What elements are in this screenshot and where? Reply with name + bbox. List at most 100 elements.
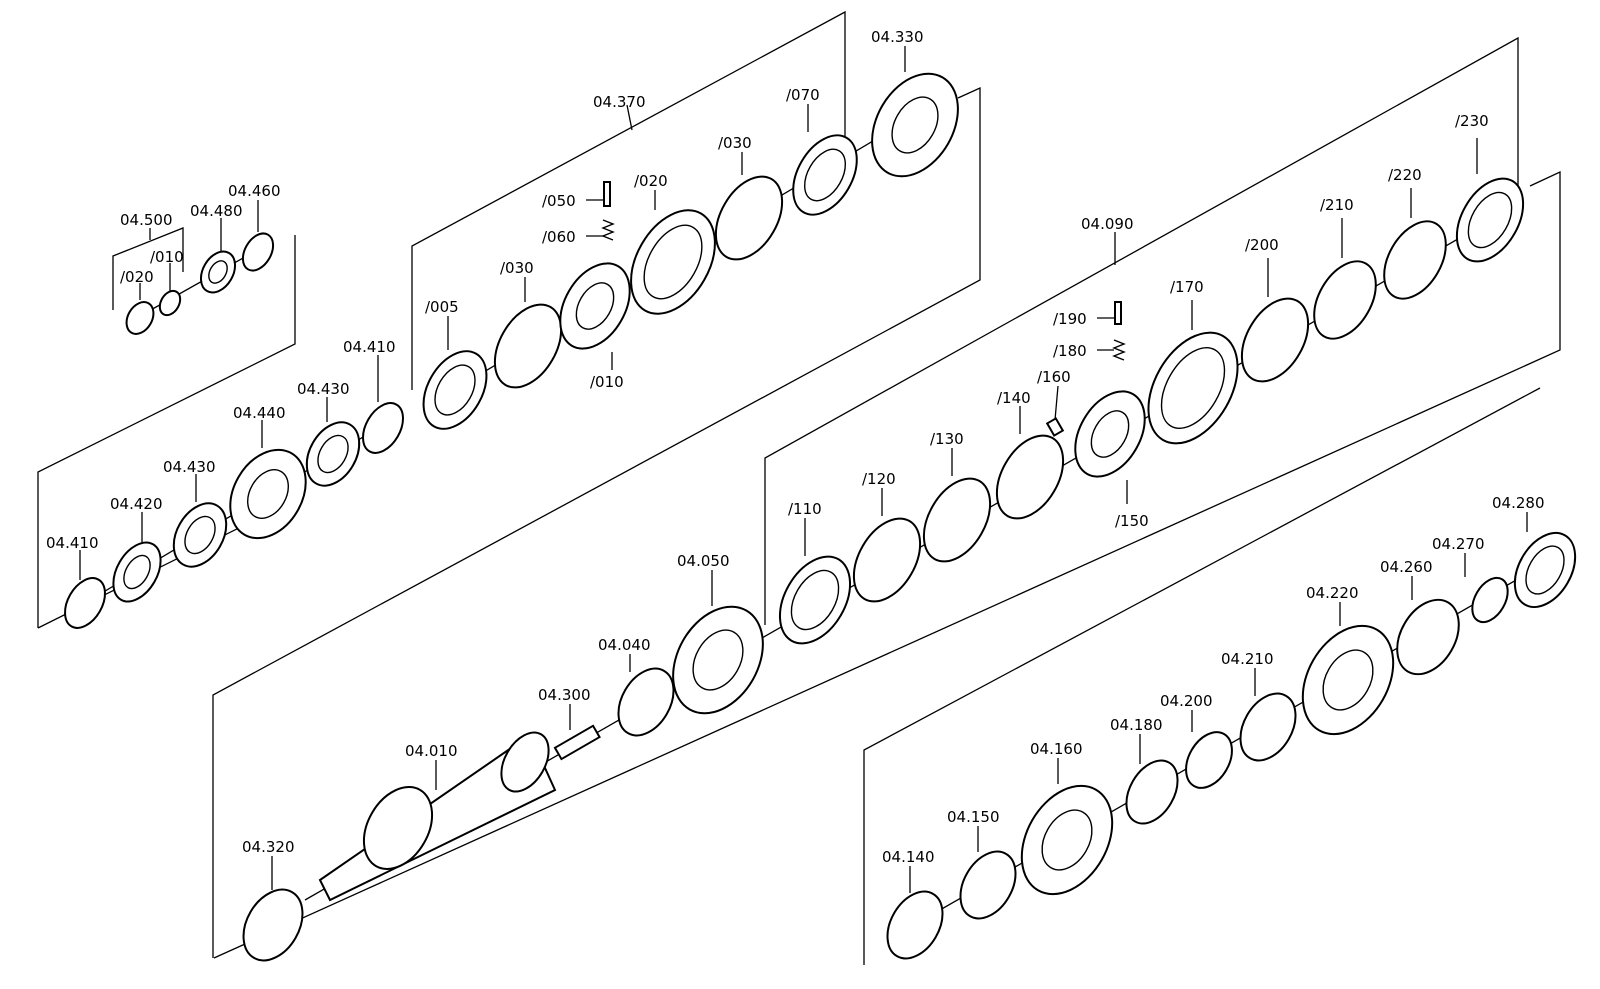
sleeve-04-200 <box>1185 731 1233 789</box>
label-04-270: 04.270 <box>1432 535 1485 553</box>
label-04-160: 04.160 <box>1030 740 1083 758</box>
bearing-04-430-b-bore <box>317 434 349 474</box>
bracket-04-500 <box>112 227 184 310</box>
ring-04-280-bore <box>1525 545 1565 595</box>
label-04-430-a: 04.430 <box>163 458 216 476</box>
label-04-460: 04.460 <box>228 182 281 200</box>
cone-070-bore <box>803 148 847 202</box>
label-030-a: /030 <box>500 259 534 277</box>
label-04-140: 04.140 <box>882 848 935 866</box>
label-070: /070 <box>786 86 820 104</box>
gear-04-160 <box>1020 784 1114 896</box>
label-04-330: 04.330 <box>871 28 924 46</box>
label-04-280: 04.280 <box>1492 494 1545 512</box>
pin-050 <box>603 181 611 207</box>
label-04-010: 04.010 <box>405 742 458 760</box>
label-04-200: 04.200 <box>1160 692 1213 710</box>
gear-04-160-bore <box>1041 809 1093 871</box>
label-030-b: /030 <box>718 134 752 152</box>
pin-04-300 <box>553 724 601 761</box>
label-210: /210 <box>1320 196 1354 214</box>
hub-010-bore <box>575 282 615 330</box>
sliding-sleeve-170 <box>1147 331 1239 445</box>
bearing-04-210 <box>1239 692 1297 762</box>
label-04-480: 04.480 <box>190 202 243 220</box>
label-160: /160 <box>1037 368 1071 386</box>
snap-ring-04-410-a <box>64 577 106 629</box>
label-04-440: 04.440 <box>233 404 286 422</box>
ring-210 <box>1313 260 1377 340</box>
sleeve-04-420-bore <box>123 554 151 590</box>
parts <box>64 72 1577 962</box>
shaft-04-010-spline <box>500 731 550 793</box>
label-010: /010 <box>590 373 624 391</box>
spring-180 <box>1112 339 1126 361</box>
leader-04-370 <box>626 104 633 131</box>
synchro-ring-140 <box>995 434 1065 520</box>
ring-04-460 <box>241 232 275 272</box>
label-190: /190 <box>1053 310 1087 328</box>
part-labels: 04.500 04.480 04.460 /010 /020 04.410 04… <box>46 28 1545 866</box>
ring-04-280 <box>1513 532 1577 608</box>
label-130: /130 <box>930 430 964 448</box>
gear-04-440-bore <box>247 469 289 519</box>
label-110: /110 <box>788 500 822 518</box>
gear-04-480-bore <box>208 260 228 284</box>
snap-ring-04-270 <box>1471 576 1509 624</box>
cone-070 <box>792 134 858 216</box>
gear-04-480 <box>199 250 237 294</box>
label-04-300: 04.300 <box>538 686 591 704</box>
hub-150 <box>1074 390 1146 478</box>
synchro-ring-200 <box>1240 297 1310 383</box>
label-005: /005 <box>425 298 459 316</box>
cone-230-bore <box>1467 191 1513 249</box>
label-04-220: 04.220 <box>1306 584 1359 602</box>
gear-04-440 <box>229 448 307 540</box>
label-230: /230 <box>1455 112 1489 130</box>
label-170: /170 <box>1170 278 1204 296</box>
gear-04-330 <box>871 72 959 178</box>
label-04-210: 04.210 <box>1221 650 1274 668</box>
bearing-04-040 <box>617 667 675 737</box>
sleeve-04-420 <box>112 541 162 603</box>
label-04-320: 04.320 <box>242 838 295 856</box>
outline-left-shaft-group <box>37 235 296 628</box>
label-04-040: 04.040 <box>598 636 651 654</box>
ring-220 <box>1383 220 1447 300</box>
label-04-420: 04.420 <box>110 495 163 513</box>
leader-lines <box>79 46 1528 893</box>
label-010-small: /010 <box>150 248 184 266</box>
block-160 <box>1045 417 1065 437</box>
label-04-150: 04.150 <box>947 808 1000 826</box>
gear-04-330-bore <box>891 96 939 154</box>
spring-060 <box>601 219 615 241</box>
shaft-04-010-collar <box>362 786 434 870</box>
sliding-sleeve-020-bore <box>643 224 703 300</box>
sliding-sleeve-170-bore <box>1160 347 1226 429</box>
label-180: /180 <box>1053 342 1087 360</box>
leader-160 <box>1054 385 1059 421</box>
snap-ring-04-410-b <box>362 402 404 454</box>
outline-04-090-upper <box>764 36 1519 625</box>
label-04-500: 04.500 <box>120 211 173 229</box>
outline-main-shaft-group <box>212 86 981 958</box>
label-04-410-b: 04.410 <box>343 338 396 356</box>
synchro-ring-030-b <box>714 175 784 261</box>
label-04-180: 04.180 <box>1110 716 1163 734</box>
gear-04-220-bore <box>1322 649 1374 711</box>
group-outlines <box>37 10 1561 965</box>
bearing-04-430-a-bore <box>184 515 216 555</box>
disc-005 <box>422 350 488 430</box>
ring-04-180 <box>1125 759 1179 825</box>
label-020-small: /020 <box>120 268 154 286</box>
hub-010 <box>559 262 631 350</box>
label-150: /150 <box>1115 512 1149 530</box>
gear-04-050-bore <box>692 629 744 691</box>
outline-04-370-upper <box>411 10 846 390</box>
sleeve-04-140 <box>886 890 944 960</box>
label-04-090: 04.090 <box>1081 215 1134 233</box>
bearing-04-150 <box>959 850 1017 920</box>
hub-150-bore <box>1090 410 1130 458</box>
